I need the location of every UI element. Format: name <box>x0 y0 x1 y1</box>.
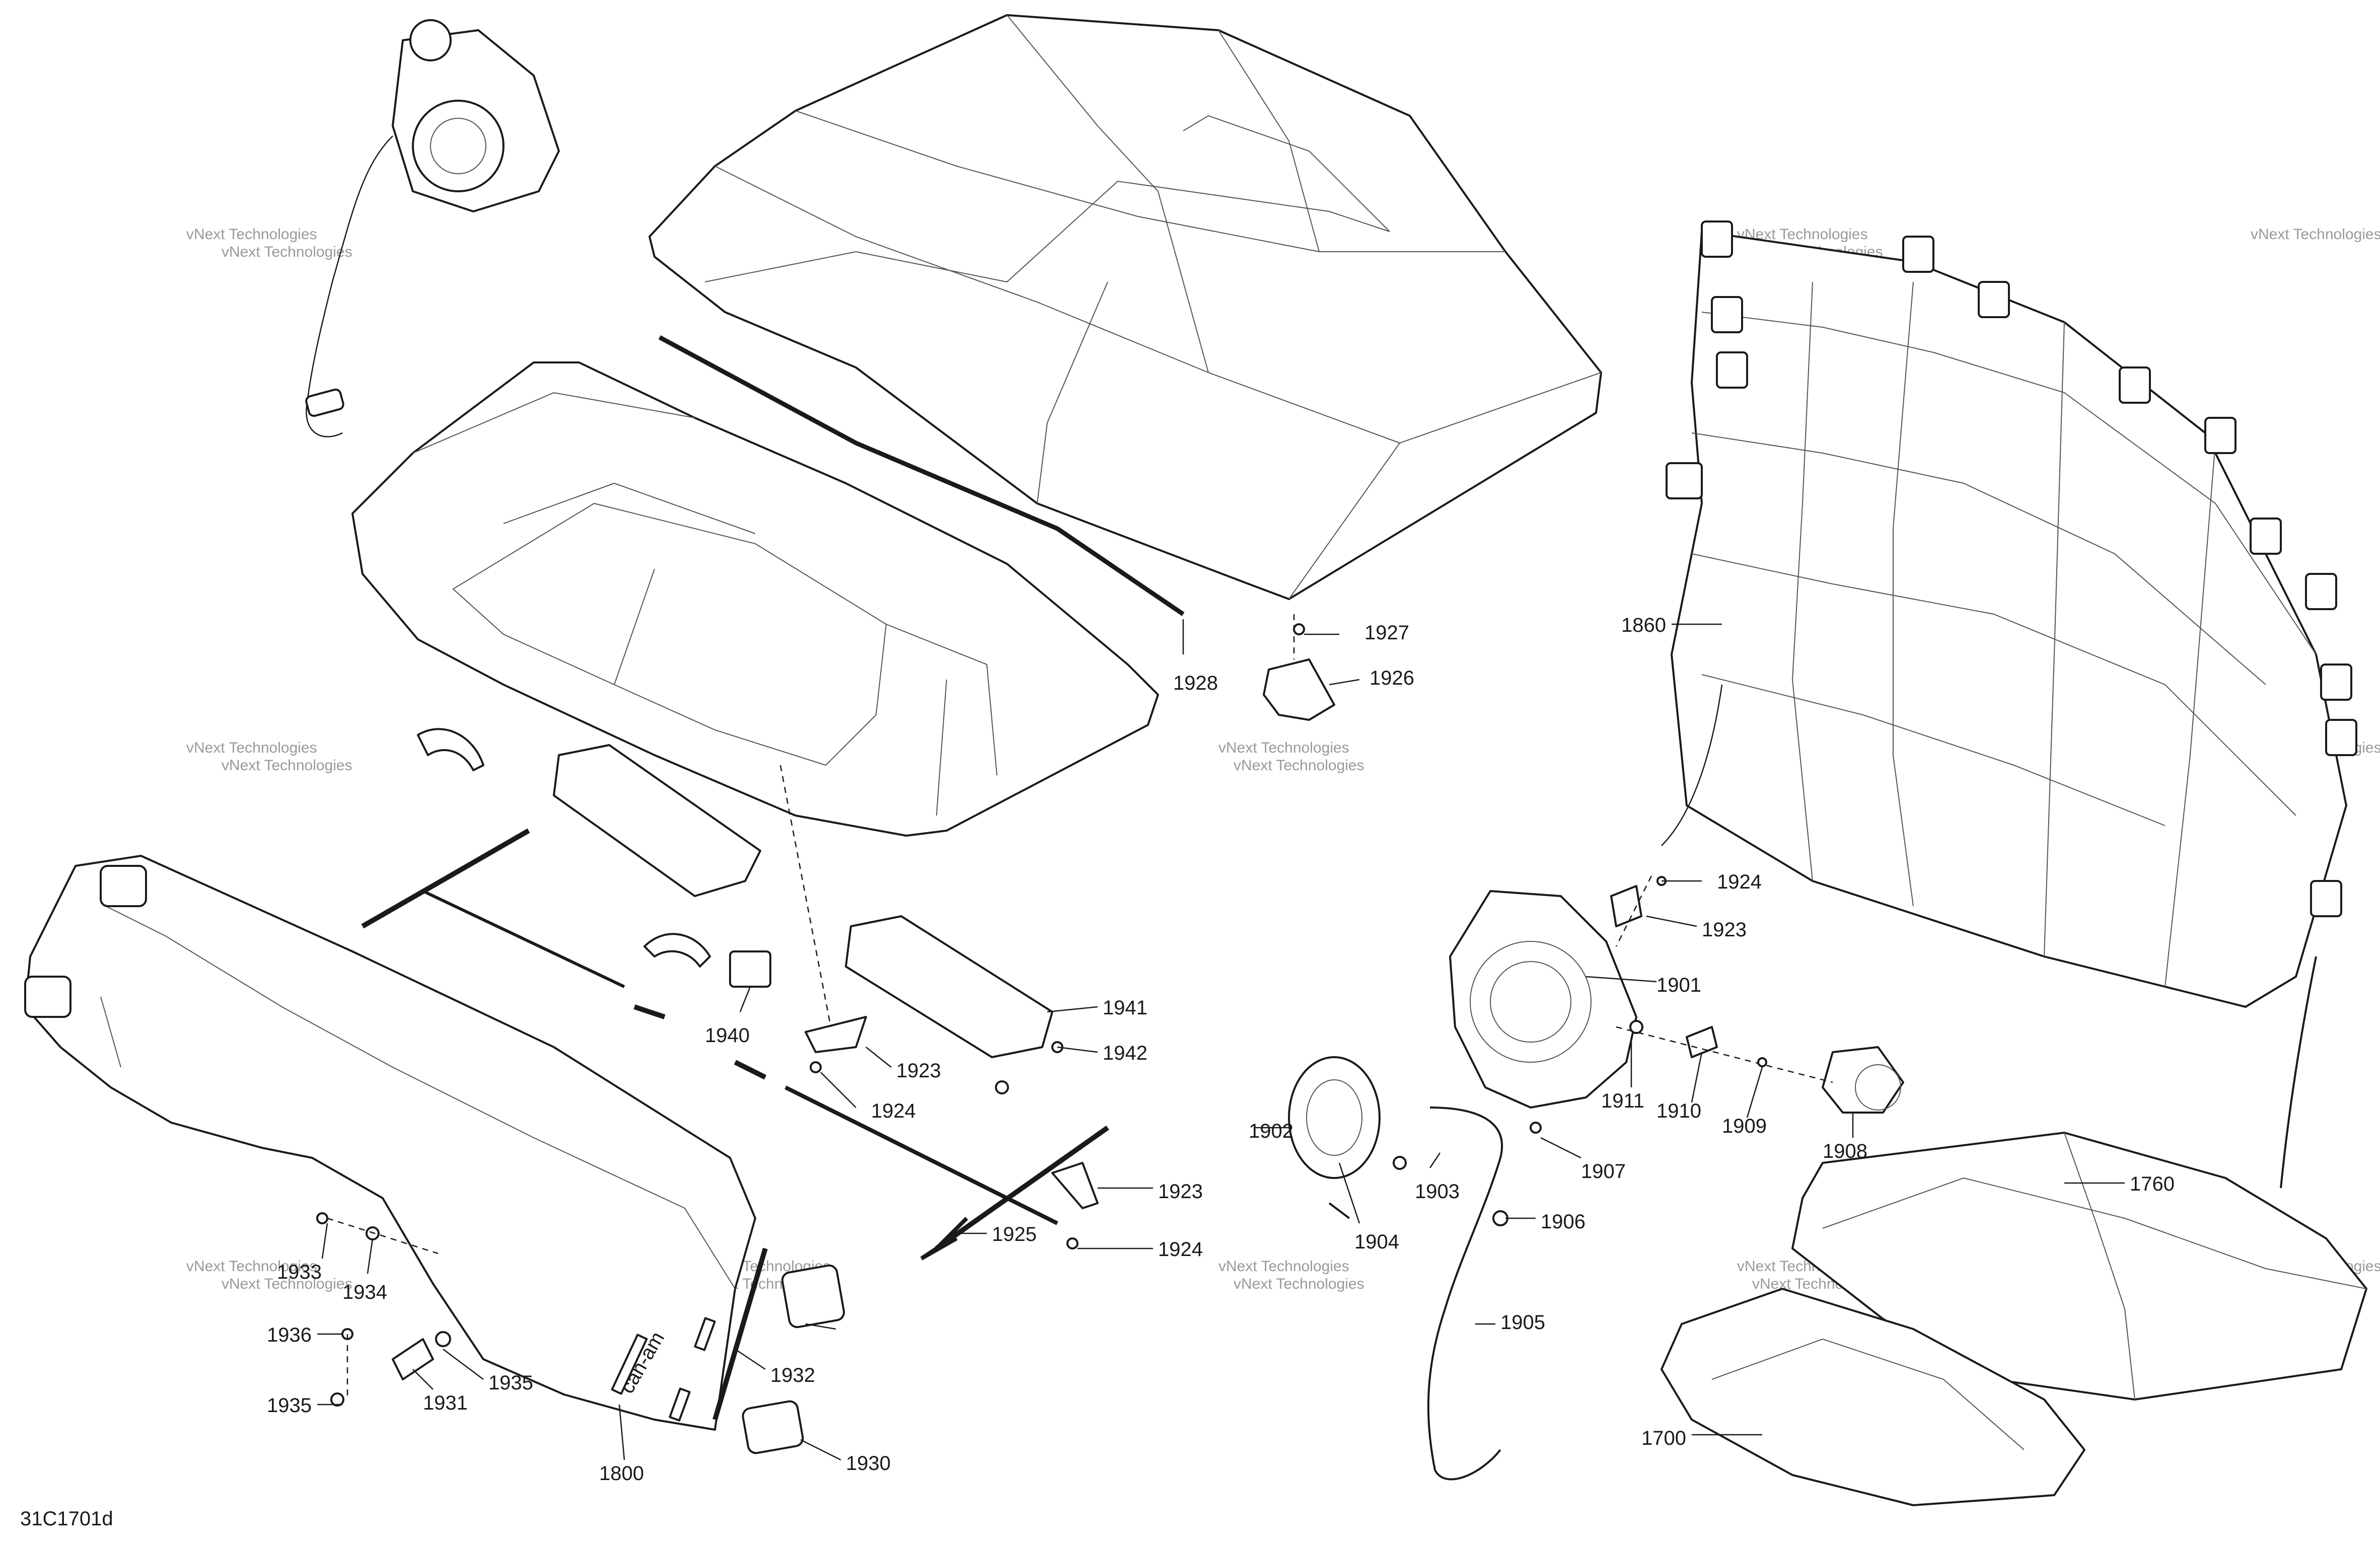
callout-1800: 1800 <box>599 1462 644 1485</box>
callout-1909: 1909 <box>1722 1115 1767 1137</box>
roof-panel-1700 <box>1661 1288 2085 1506</box>
callout-1941: 1941 <box>1103 997 1147 1019</box>
svg-text:vNext Technologies: vNext Technologies <box>1218 1258 1349 1275</box>
callout-labels: 1927 1926 1928 1860 1924 1923 1901 1911 … <box>267 614 2175 1485</box>
wire-1905 <box>1427 1107 1503 1481</box>
callout-1935-right: 1935 <box>488 1372 533 1394</box>
svg-text:vNext Technologies: vNext Technologies <box>1234 1276 1364 1292</box>
svg-text:vNext Technologies: vNext Technologies <box>186 740 317 756</box>
callout-1905: 1905 <box>1500 1311 1545 1334</box>
callout-1903: 1903 <box>1415 1181 1460 1203</box>
callout-1934: 1934 <box>342 1281 387 1303</box>
svg-text:vNext Technologies: vNext Technologies <box>186 1258 317 1275</box>
support-bars-1925 <box>361 828 1109 1261</box>
callout-1904: 1904 <box>1354 1231 1399 1253</box>
callout-1933: 1933 <box>277 1261 322 1283</box>
bracket-1923-middle <box>779 765 867 1053</box>
callout-1700: 1700 <box>1641 1427 1686 1449</box>
callout-1906: 1906 <box>1541 1211 1585 1233</box>
svg-text:vNext Technologies: vNext Technologies <box>222 757 352 774</box>
foot-pad-1930 <box>742 1400 804 1454</box>
callout-1923-right: 1923 <box>1702 919 1747 941</box>
foot-pad-upper <box>781 1264 845 1329</box>
callout-1932: 1932 <box>770 1364 815 1386</box>
bracket-upper <box>417 728 484 771</box>
mounting-plate-upper <box>553 744 761 897</box>
speaker-pod-1901 <box>1449 890 1637 1109</box>
svg-text:vNext Technologies: vNext Technologies <box>222 244 352 260</box>
bracket-1923-lower <box>1051 1162 1099 1209</box>
callout-1928: 1928 <box>1173 672 1218 694</box>
diagram-code: 31C1701d <box>20 1508 113 1530</box>
callout-1924-middle: 1924 <box>871 1100 916 1122</box>
mounting-plate-1941 <box>845 915 1053 1058</box>
svg-text:vNext Technologies: vNext Technologies <box>2251 226 2380 243</box>
callout-1931: 1931 <box>423 1392 468 1414</box>
callout-1908: 1908 <box>1823 1140 1867 1162</box>
knob-1908 <box>1822 1046 1904 1114</box>
svg-text:vNext Technologies: vNext Technologies <box>1234 757 1364 774</box>
rear-net-panel-1860 <box>1661 220 2357 1189</box>
bracket-middle <box>643 933 711 968</box>
callout-1924-lower: 1924 <box>1158 1238 1203 1261</box>
svg-text:vNext Technologies: vNext Technologies <box>1218 740 1349 756</box>
callout-1927: 1927 <box>1364 622 1409 644</box>
callout-1902: 1902 <box>1249 1120 1293 1142</box>
callout-1925: 1925 <box>992 1223 1037 1245</box>
callout-1901: 1901 <box>1656 974 1701 996</box>
callout-1942: 1942 <box>1103 1042 1147 1064</box>
knob-1926 <box>1263 614 1335 721</box>
roof-panel-top <box>648 14 1602 600</box>
callout-1930: 1930 <box>846 1452 891 1475</box>
watermark: vNext Technologies <box>2251 226 2380 243</box>
callout-1940: 1940 <box>705 1024 750 1047</box>
rear-panel-1800: can-am <box>24 855 768 1431</box>
svg-text:vNext Technologies: vNext Technologies <box>222 1276 352 1292</box>
svg-text:vNext Technologies: vNext Technologies <box>186 226 317 243</box>
callout-1923-middle: 1923 <box>896 1060 941 1082</box>
speaker-1902 <box>1288 1056 1381 1179</box>
callout-1935-left: 1935 <box>267 1394 312 1417</box>
bracket-1923-right <box>1610 875 1652 947</box>
bracket-1910 <box>1616 1026 1833 1083</box>
roof-panel-1760 <box>1791 1132 2367 1401</box>
callout-1860: 1860 <box>1621 614 1666 636</box>
fasteners <box>316 623 1767 1407</box>
speaker-assembly-upper-left <box>305 19 560 437</box>
latch-1940 <box>729 950 771 1012</box>
callout-1923-lower: 1923 <box>1158 1181 1203 1203</box>
storage-tub <box>351 361 1159 837</box>
callout-1907: 1907 <box>1581 1160 1626 1183</box>
callout-1936: 1936 <box>267 1324 312 1346</box>
callout-1911: 1911 <box>1601 1090 1644 1112</box>
leader-lines <box>317 623 2125 1461</box>
callout-1760: 1760 <box>2130 1173 2175 1195</box>
callout-1910: 1910 <box>1656 1100 1701 1122</box>
callout-1926: 1926 <box>1369 667 1414 689</box>
callout-1924-right: 1924 <box>1717 871 1762 893</box>
seal-strip-1928 <box>658 335 1185 654</box>
